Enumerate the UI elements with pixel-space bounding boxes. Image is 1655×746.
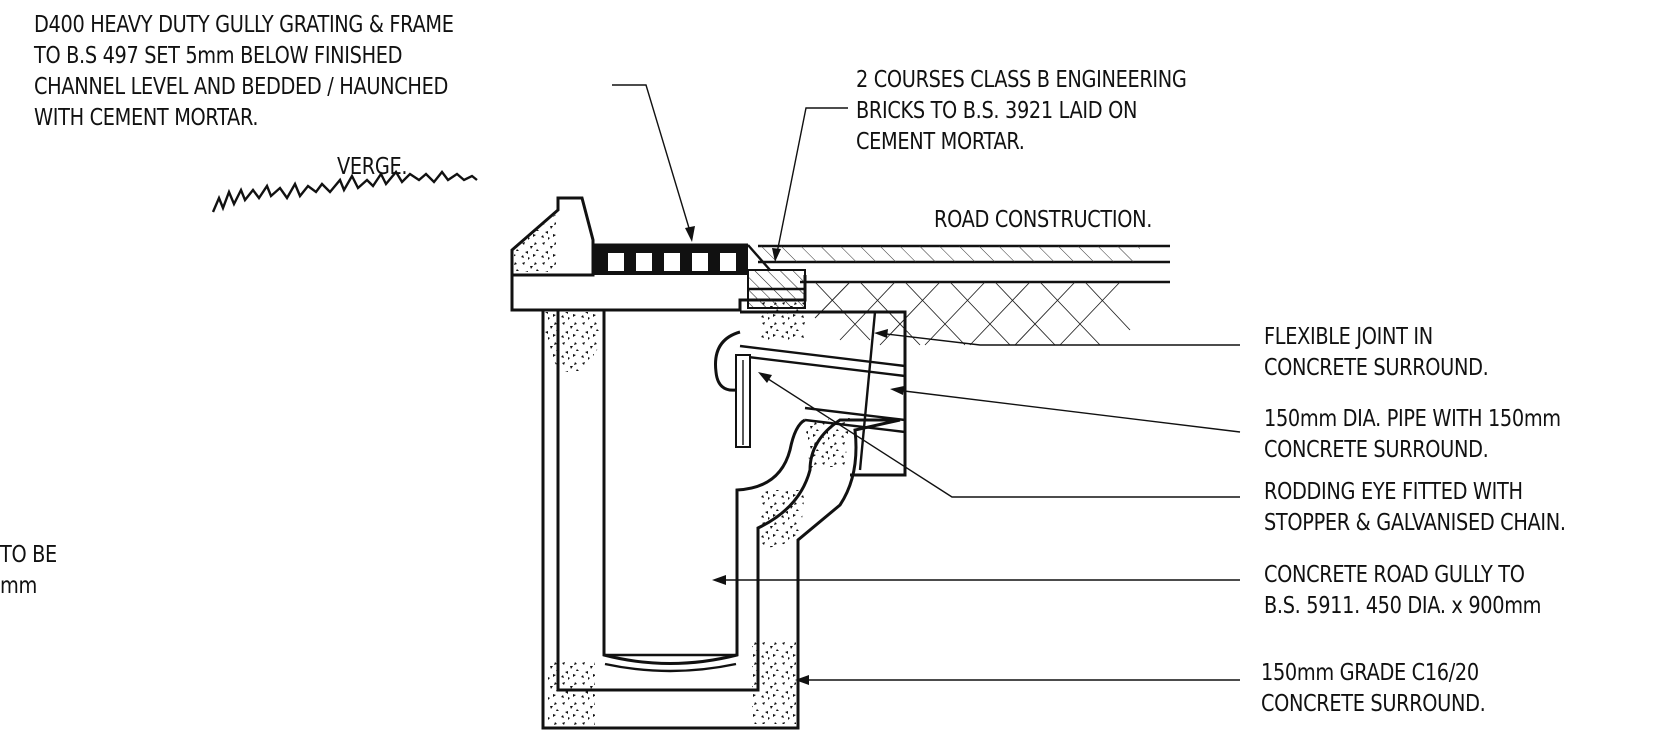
road-construction-layers <box>758 244 1170 346</box>
bricks-label-line: 2 COURSES CLASS B ENGINEERING <box>856 67 1187 93</box>
pipe-label-line: CONCRETE SURROUND. <box>1264 437 1489 463</box>
cut-off-left-label-line: mm <box>0 573 37 599</box>
grating-label-line: TO B.S 497 SET 5mm BELOW FINISHED <box>34 43 403 69</box>
rodding-eye-label-line: RODDING EYE FITTED WITH <box>1264 479 1523 505</box>
flexible-joint-label: FLEXIBLE JOINT IN CONCRETE SURROUND. <box>1264 322 1489 384</box>
gully-grating <box>593 243 748 275</box>
rodding-eye <box>714 330 751 448</box>
bricks-label: 2 COURSES CLASS B ENGINEERING BRICKS TO … <box>856 65 1187 158</box>
verge-grass <box>211 169 478 213</box>
cut-off-left-label-line: TO BE <box>0 542 57 568</box>
verge-label-text: VERGE. <box>337 154 408 180</box>
bricks-label-line: BRICKS TO B.S. 3921 LAID ON <box>856 98 1138 124</box>
verge-label: VERGE. <box>337 152 407 183</box>
gully-label-line: B.S. 5911. 450 DIA. x 900mm <box>1264 593 1542 619</box>
cut-off-left-label: TO BE mm <box>0 540 57 602</box>
flexible-joint-label-line: CONCRETE SURROUND. <box>1264 355 1489 381</box>
grating-label-line: WITH CEMENT MORTAR. <box>34 105 259 131</box>
rodding-eye-label: RODDING EYE FITTED WITH STOPPER & GALVAN… <box>1264 477 1566 539</box>
flexible-joint-label-line: FLEXIBLE JOINT IN <box>1264 324 1433 350</box>
outlet-pipe <box>739 310 907 477</box>
gully-chamber <box>541 300 901 730</box>
surround-label-line: CONCRETE SURROUND. <box>1261 691 1486 717</box>
bricks-label-line: CEMENT MORTAR. <box>856 129 1025 155</box>
gully-label: CONCRETE ROAD GULLY TO B.S. 5911. 450 DI… <box>1264 560 1542 622</box>
pipe-label: 150mm DIA. PIPE WITH 150mm CONCRETE SURR… <box>1264 404 1561 466</box>
leader-lines <box>612 84 1241 685</box>
road-construction-label-text: ROAD CONSTRUCTION. <box>934 207 1153 233</box>
surround-label: 150mm GRADE C16/20 CONCRETE SURROUND. <box>1261 658 1486 720</box>
gully-label-line: CONCRETE ROAD GULLY TO <box>1264 562 1525 588</box>
grating-label: D400 HEAVY DUTY GULLY GRATING & FRAME TO… <box>34 10 454 134</box>
road-construction-label: ROAD CONSTRUCTION. <box>934 205 1152 236</box>
rodding-eye-label-line: STOPPER & GALVANISED CHAIN. <box>1264 510 1566 536</box>
grating-label-line: CHANNEL LEVEL AND BEDDED / HAUNCHED <box>34 74 449 100</box>
grating-label-line: D400 HEAVY DUTY GULLY GRATING & FRAME <box>34 12 454 38</box>
surround-label-line: 150mm GRADE C16/20 <box>1261 660 1479 686</box>
pipe-label-line: 150mm DIA. PIPE WITH 150mm <box>1264 406 1561 432</box>
